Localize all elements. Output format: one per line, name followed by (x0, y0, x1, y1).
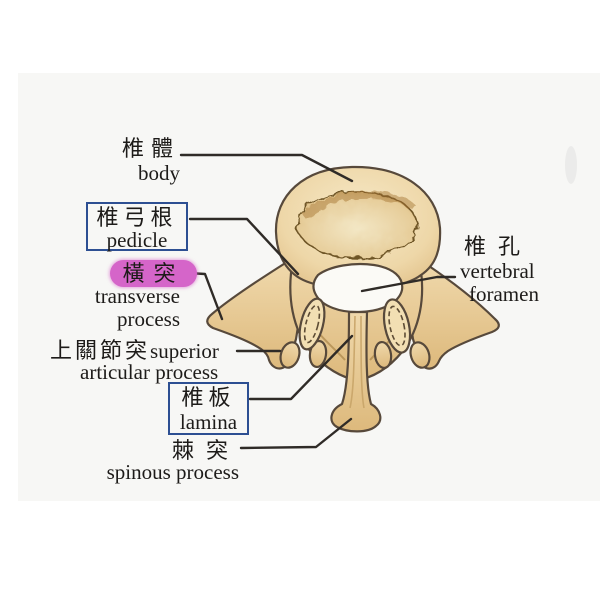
label-body: 椎體 body (30, 136, 180, 185)
label-superior-articular-en-line1: superior (150, 339, 219, 363)
label-transverse-highlight: 橫突 (110, 260, 197, 287)
transverse-process-right-shape (406, 260, 500, 370)
label-body-en: body (138, 161, 180, 185)
articular-facet-loop-right-dashed (388, 305, 406, 347)
label-vertebral-foramen: 椎孔 vertebral foramen (460, 234, 539, 306)
label-spinous-zh: 棘突 (172, 438, 241, 463)
label-transverse-zh: 橫突 (122, 261, 185, 286)
label-spinous-en: spinous process (106, 460, 239, 484)
label-pedicle-zh: 椎弓根 (96, 205, 178, 230)
label-pedicle-en: pedicle (106, 228, 168, 252)
spinous-process-shape (330, 310, 382, 433)
trabecular-shading (301, 190, 414, 220)
label-transverse-en-line2: process (117, 307, 180, 331)
label-lamina-zh: 椎板 (181, 385, 236, 410)
inferior-articular-knob-left-outer (279, 341, 301, 369)
label-transverse-en-line1: transverse (94, 284, 180, 308)
label-transverse-en: transverse process (38, 285, 180, 331)
label-foramen-en-line1: vertebral (460, 259, 535, 283)
leader-body (179, 153, 354, 183)
inferior-articular-knob-right-outer (409, 341, 431, 369)
leader-pedicle (188, 217, 300, 276)
label-body-zh: 椎體 (121, 136, 180, 161)
label-pedicle-box: 椎弓根 pedicle (86, 202, 188, 251)
label-foramen-zh: 椎孔 (464, 234, 533, 259)
inferior-articular-knob-left-inner (308, 339, 328, 369)
transverse-process-left-shape (206, 260, 303, 370)
articular-facet-loop-right (382, 298, 412, 354)
label-superior-articular: 上關節突superior (50, 338, 219, 364)
leader-vertebral-foramen (360, 275, 457, 293)
label-lamina-box: 椎板 lamina (168, 382, 249, 435)
label-lamina-en: lamina (179, 410, 238, 434)
label-superior-articular-zh: 上關節突 (50, 338, 151, 363)
leader-spinous-process (239, 417, 353, 450)
label-foramen-en-line2: foramen (469, 282, 539, 306)
articular-facet-loop-left (298, 297, 326, 351)
inferior-articular-knob-right-inner (373, 340, 393, 370)
background-smudge (565, 146, 577, 184)
articular-facet-loop-left-dashed (303, 304, 321, 344)
label-superior-articular-en-line2: articular process (80, 360, 219, 384)
leader-lamina (248, 334, 354, 401)
spinous-process-contour (349, 315, 365, 409)
